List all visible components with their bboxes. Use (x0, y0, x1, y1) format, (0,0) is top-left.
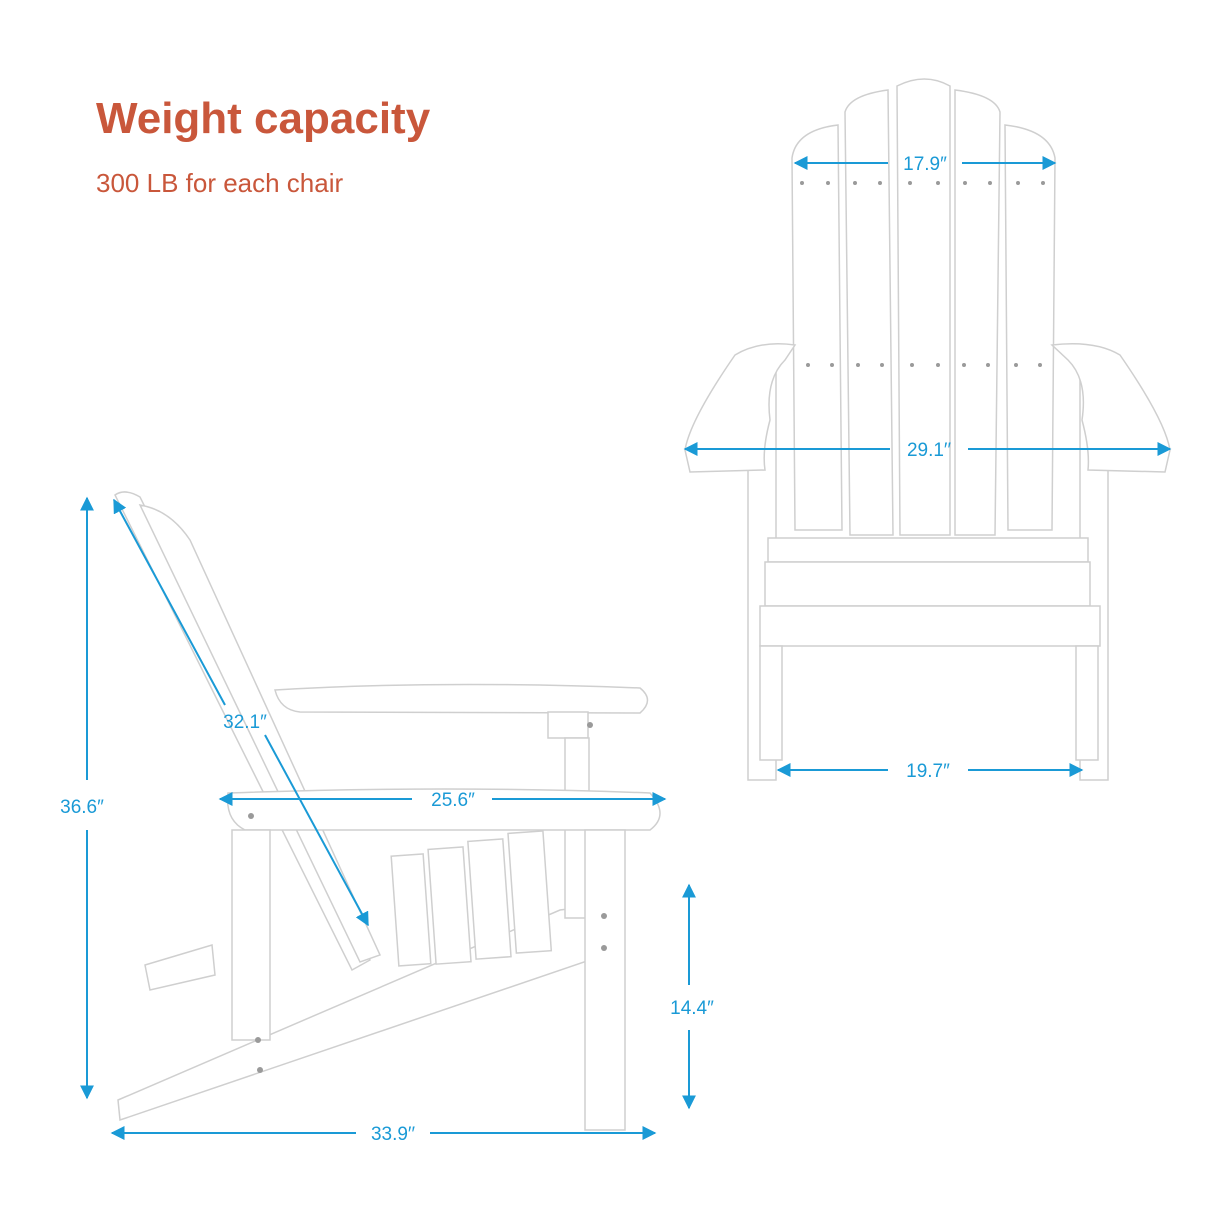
seat-width-label: 19.7″ (906, 761, 950, 782)
dimension-lines (80, 156, 1172, 1140)
seat-height-label: 14.4″ (670, 998, 714, 1019)
front-view-chair (684, 78, 1171, 781)
armrest-length-label: 25.6″ (431, 790, 475, 811)
weight-capacity-note: 300 LB for each chair (96, 168, 344, 198)
back-width-label: 17.9″ (903, 154, 947, 175)
side-view-chair (114, 491, 661, 1131)
total-height-label: 36.6″ (60, 797, 104, 818)
side-view-bolts (248, 722, 607, 1073)
page-title: Weight capacity (96, 94, 431, 143)
overall-depth-label: 33.9′′ (371, 1124, 416, 1145)
back-length-label: 32.1″ (223, 712, 267, 733)
overall-width-label: 29.1′′ (907, 440, 952, 461)
